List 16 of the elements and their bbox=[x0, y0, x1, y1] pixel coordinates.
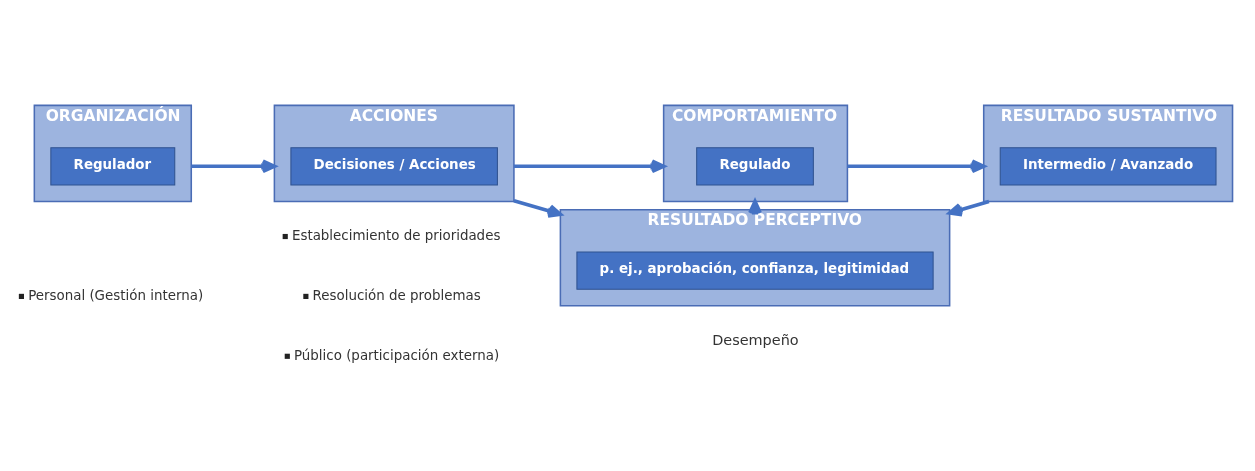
node-box: Regulador bbox=[50, 146, 176, 185]
arrow bbox=[748, 199, 762, 215]
arrow bbox=[191, 158, 277, 173]
node-box: Decisiones / Acciones bbox=[290, 146, 498, 185]
label: Desempeño bbox=[712, 331, 799, 348]
arrow bbox=[513, 198, 563, 218]
label: Establecimiento de prioridades bbox=[291, 227, 501, 243]
arrow bbox=[513, 158, 666, 173]
node-box: Intermedio / Avanzado bbox=[999, 146, 1217, 185]
label: Resolución de problemas bbox=[312, 287, 481, 303]
label: Personal (Gestión interna) bbox=[28, 287, 204, 303]
arrow bbox=[947, 199, 990, 217]
node-box: Regulado bbox=[696, 146, 814, 185]
node-box: p. ej., aprobación, confianza, legitimidad bbox=[576, 251, 934, 290]
arrow bbox=[847, 158, 986, 173]
label: Público (participación externa) bbox=[294, 347, 500, 363]
